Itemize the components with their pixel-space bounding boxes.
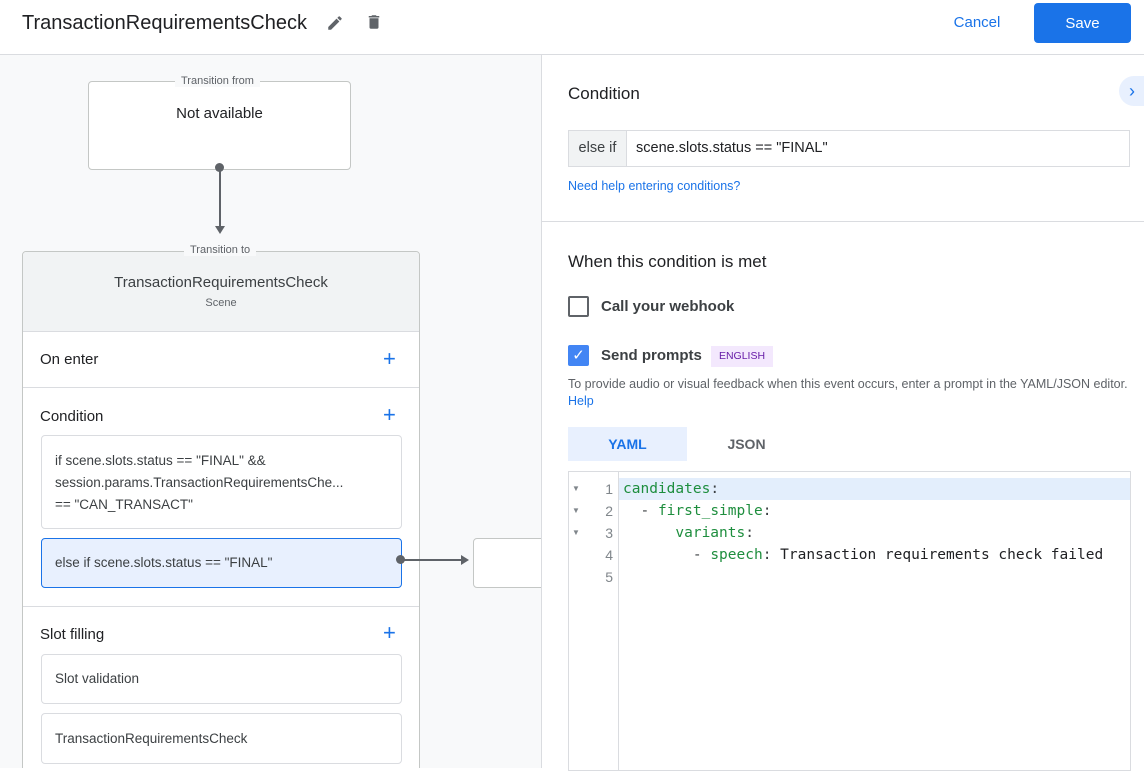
arrow-icon <box>215 226 225 234</box>
divider <box>542 221 1144 222</box>
description-text: To provide audio or visual feedback when… <box>568 377 1128 391</box>
condition-title: Condition <box>568 84 640 103</box>
code-key: candidates <box>623 481 711 497</box>
code-editor[interactable]: ▼ 1 candidates: ▼ 2 - first_simple: ▼ 3 varian… <box>568 471 1131 771</box>
code-value: Transaction requirements check failed <box>771 547 1104 563</box>
pencil-icon[interactable] <box>324 12 346 34</box>
add-condition-plus-icon[interactable]: + <box>383 402 396 427</box>
scene-header[interactable]: TransactionRequirementsCheck Scene <box>23 252 419 332</box>
condition-item-else-if[interactable]: else if scene.slots.status == "FINAL" <box>41 538 402 588</box>
line-number: 5 <box>605 569 613 585</box>
transition-to-legend: Transition to <box>184 244 257 256</box>
code-indent <box>623 525 675 541</box>
fold-caret-icon[interactable]: ▼ <box>572 528 580 537</box>
condition-item-if[interactable]: if scene.slots.status == "FINAL" && sess… <box>41 435 402 529</box>
trash-icon[interactable] <box>363 11 385 33</box>
condition-line: == "CAN_TRANSACT" <box>55 497 193 512</box>
tab-json[interactable]: JSON <box>727 436 766 452</box>
code-line: ▼ 2 - first_simple: <box>569 500 1130 522</box>
divider <box>23 606 419 607</box>
condition-text: else if scene.slots.status == "FINAL" <box>55 555 273 570</box>
slot-filling-label: Slot filling <box>40 626 105 643</box>
scene-type: Scene <box>205 297 237 309</box>
code-line: ▼ 3 variants: <box>569 522 1130 544</box>
line-number: 4 <box>605 547 613 563</box>
webhook-label: Call your webhook <box>601 298 735 315</box>
webhook-checkbox[interactable] <box>568 296 589 317</box>
code-key: speech <box>710 547 763 563</box>
tab-yaml[interactable]: YAML <box>568 427 687 461</box>
code-colon: : <box>762 547 772 563</box>
code-indent <box>623 503 640 519</box>
code-lines: ▼ 1 candidates: ▼ 2 - first_simple: ▼ 3 varian… <box>569 478 1130 588</box>
connector-dot <box>396 555 405 564</box>
chevron-right-icon[interactable]: › <box>1119 76 1144 106</box>
scene-node: TransactionRequirementsCheck Scene On en… <box>22 251 420 768</box>
code-key: first_simple <box>657 503 763 519</box>
connector-line <box>404 559 462 561</box>
code-colon: : <box>710 481 720 497</box>
connector-dot <box>215 163 224 172</box>
code-line: 5 <box>569 566 1130 588</box>
connector-line <box>219 170 221 227</box>
language-badge: ENGLISH <box>711 346 773 367</box>
active-line-highlight <box>619 478 1130 500</box>
code-indent <box>623 547 693 563</box>
save-button[interactable]: Save <box>1034 3 1131 43</box>
code-colon: : <box>745 525 754 541</box>
fold-caret-icon[interactable]: ▼ <box>572 506 580 515</box>
condition-input[interactable]: scene.slots.status == "FINAL" <box>636 140 828 156</box>
slot-validation-item[interactable]: Slot validation <box>41 654 402 704</box>
prompt-description: To provide audio or visual feedback when… <box>568 376 1128 410</box>
gutter-border <box>618 472 619 770</box>
prompts-checkbox[interactable]: ✓ <box>568 345 589 366</box>
flow-canvas: Not available Transition from Transactio… <box>0 55 541 768</box>
condition-line: if scene.slots.status == "FINAL" && <box>55 453 266 468</box>
top-bar: TransactionRequirementsCheck Cancel Save <box>0 0 1144 55</box>
transition-from-legend: Transition from <box>175 75 260 87</box>
condition-label: Condition <box>40 408 104 425</box>
cancel-button[interactable]: Cancel <box>953 13 1001 31</box>
slot-item-label: TransactionRequirementsCheck <box>55 731 248 746</box>
on-enter-label: On enter <box>40 351 99 368</box>
add-on-enter-plus-icon[interactable]: + <box>383 346 396 371</box>
prompts-label: Send prompts <box>601 347 702 364</box>
code-dash: - <box>692 547 711 563</box>
condition-panel: › Condition else if scene.slots.status =… <box>541 55 1144 771</box>
scene-name: TransactionRequirementsCheck <box>114 274 328 291</box>
fold-caret-icon[interactable]: ▼ <box>572 484 580 493</box>
slot-item[interactable]: TransactionRequirementsCheck <box>41 713 402 764</box>
page-title: TransactionRequirementsCheck <box>22 12 307 34</box>
line-number: 3 <box>605 525 613 541</box>
code-key: variants <box>675 525 746 541</box>
transition-from-value: Not available <box>176 105 263 122</box>
help-link[interactable]: Help <box>568 394 594 408</box>
condition-input-row: else if scene.slots.status == "FINAL" <box>568 130 1130 167</box>
code-line: 4 - speech: Transaction requirements che… <box>569 544 1130 566</box>
met-title: When this condition is met <box>568 252 767 271</box>
slot-item-label: Slot validation <box>55 671 140 686</box>
add-slot-plus-icon[interactable]: + <box>383 620 396 645</box>
code-line: ▼ 1 candidates: <box>569 478 1130 500</box>
transition-from-node[interactable]: Not available <box>88 81 351 170</box>
condition-prefix: else if <box>569 131 627 166</box>
on-enter-section: On enter + <box>23 332 419 388</box>
code-colon: : <box>762 503 772 519</box>
line-number: 2 <box>605 503 613 519</box>
arrow-icon <box>461 555 469 565</box>
help-conditions-link[interactable]: Need help entering conditions? <box>568 179 741 193</box>
code-dash: - <box>640 503 658 519</box>
condition-line: session.params.TransactionRequirementsCh… <box>55 475 344 490</box>
target-node[interactable] <box>473 538 541 588</box>
line-number: 1 <box>605 481 613 497</box>
